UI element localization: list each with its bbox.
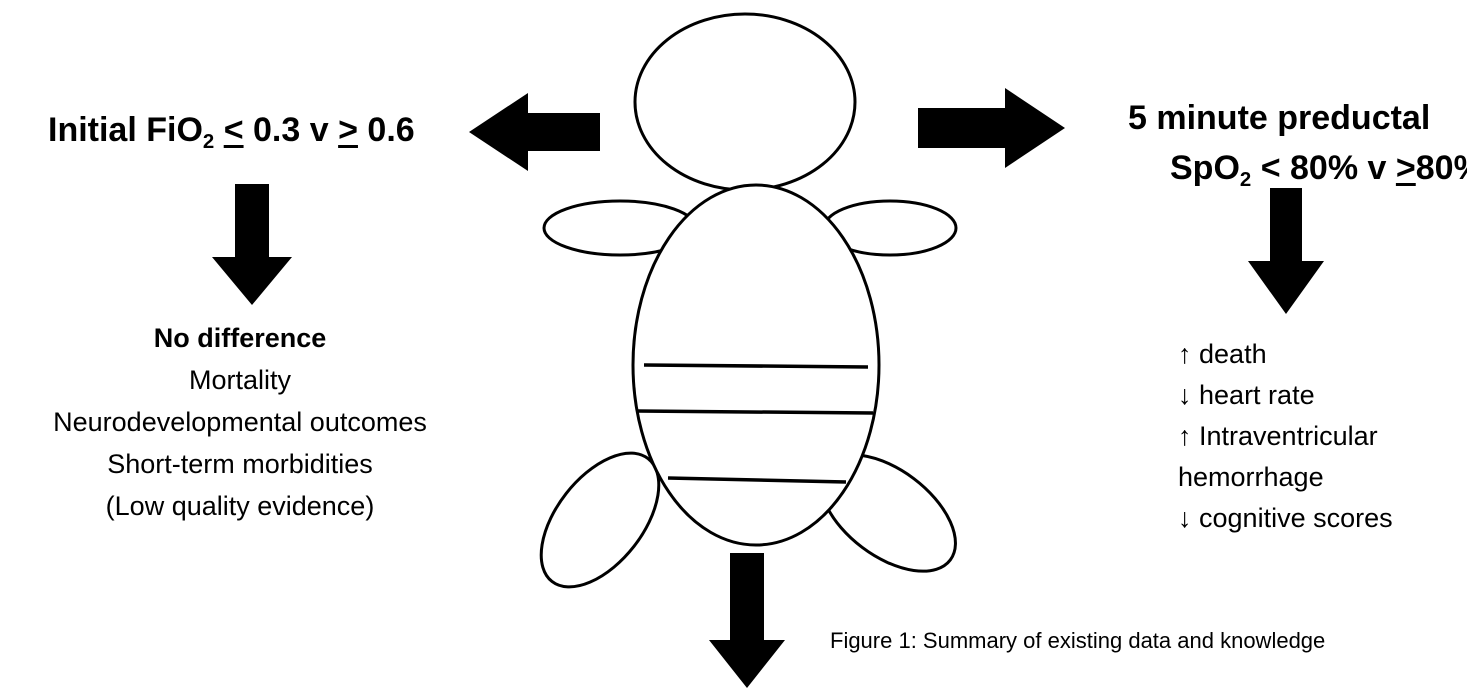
spo2-threshold-low: < 80%: [1261, 149, 1358, 187]
result-line: Neurodevelopmental outcomes: [0, 401, 480, 443]
increase-arrow-icon: ↑: [1178, 339, 1192, 369]
outcome-text: death: [1199, 339, 1267, 369]
result-title: No difference: [0, 317, 480, 359]
fio2-subscript: 2: [203, 131, 214, 153]
spo2-subscript: 2: [1240, 169, 1251, 191]
decrease-arrow-icon: ↓: [1178, 380, 1192, 410]
outcome-text: heart rate: [1199, 380, 1315, 410]
infant-head: [635, 14, 855, 190]
spo2-threshold-high: 80%: [1416, 149, 1467, 187]
fio2-value-high: 0.6: [367, 111, 414, 149]
fio2-value-low: 0.3: [253, 111, 300, 149]
right-heading-line-1: 5 minute preductal: [1128, 99, 1430, 138]
arrow-down-right: [1248, 188, 1324, 314]
spo2-op-high: >: [1396, 149, 1416, 187]
outcome-text: hemorrhage: [1178, 462, 1324, 492]
outcome-text: Intraventricular: [1199, 421, 1378, 451]
arrow-right: [918, 88, 1065, 168]
torso-band-line-1: [644, 365, 868, 367]
torso-band-line-2: [637, 411, 873, 413]
left-heading: Initial FiO2 < 0.3 v > 0.6: [48, 111, 415, 150]
arrow-down-bottom: [709, 553, 785, 688]
right-heading-line-2: SpO2 < 80% v >80%: [1170, 149, 1467, 188]
increase-arrow-icon: ↑: [1178, 421, 1192, 451]
result-line: (Low quality evidence): [0, 485, 480, 527]
outcome-item: ↓ heart rate: [1178, 375, 1393, 416]
decrease-arrow-icon: ↓: [1178, 503, 1192, 533]
outcome-item: ↑ death: [1178, 334, 1393, 375]
outcome-text: cognitive scores: [1199, 503, 1393, 533]
spo2-separator: v: [1368, 149, 1387, 187]
arrow-down-left: [212, 184, 292, 305]
fio2-op-low: <: [224, 111, 244, 149]
result-line: Mortality: [0, 359, 480, 401]
spo2-label: SpO: [1170, 149, 1240, 187]
figure-caption: Figure 1: Summary of existing data and k…: [830, 628, 1467, 654]
right-outcomes-list: ↑ death ↓ heart rate ↑ Intraventricular …: [1178, 334, 1393, 539]
fio2-label: Initial FiO: [48, 111, 203, 149]
left-result-block: No difference Mortality Neurodevelopment…: [0, 317, 480, 527]
result-line: Short-term morbidities: [0, 443, 480, 485]
fio2-op-high: >: [338, 111, 358, 149]
fio2-separator: v: [310, 111, 329, 149]
arrow-left: [469, 93, 600, 171]
outcome-item: ↓ cognitive scores: [1178, 498, 1393, 539]
outcome-item: hemorrhage: [1178, 457, 1393, 498]
outcome-item: ↑ Intraventricular: [1178, 416, 1393, 457]
